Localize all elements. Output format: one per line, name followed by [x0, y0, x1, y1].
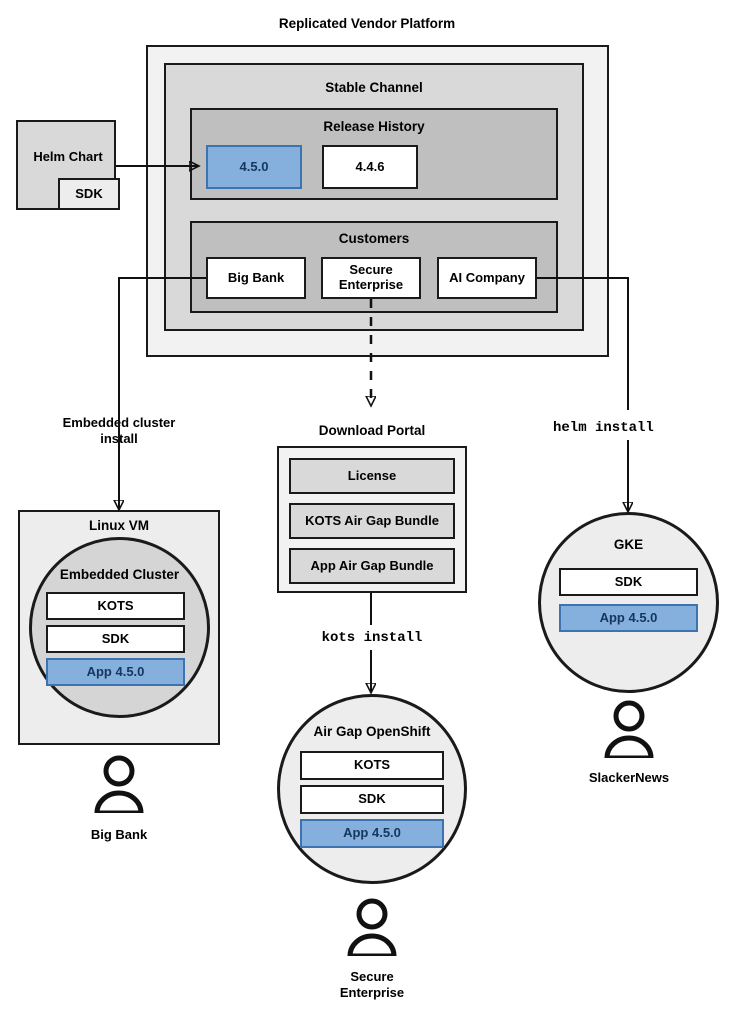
- air-gap-component-sdk[interactable]: SDK: [300, 785, 444, 814]
- download-portal-item-kots-air-gap-bundle[interactable]: KOTS Air Gap Bundle: [289, 503, 455, 539]
- release-history-title: Release History: [323, 119, 425, 134]
- helm-chart-sdk-box[interactable]: SDK: [58, 178, 120, 210]
- air-gap-component-kots[interactable]: KOTS: [300, 751, 444, 780]
- linux-vm-title: Linux VM: [89, 518, 149, 533]
- kots-install-label: kots install: [321, 630, 423, 646]
- download-portal-title: Download Portal: [318, 423, 426, 438]
- customers-title: Customers: [338, 231, 410, 246]
- embedded-cluster-title: Embedded Cluster: [59, 567, 180, 582]
- stable-channel-title: Stable Channel: [325, 80, 423, 95]
- release-4-4-6[interactable]: 4.4.6: [322, 145, 418, 189]
- customer-big-bank[interactable]: Big Bank: [206, 257, 306, 299]
- secure-enterprise-user-label: Secure Enterprise: [339, 969, 405, 1000]
- helm-chart-label: Helm Chart: [33, 149, 103, 164]
- linux-vm-component-sdk[interactable]: SDK: [46, 625, 185, 653]
- download-portal-item-app-air-gap-bundle[interactable]: App Air Gap Bundle: [289, 548, 455, 584]
- embedded-cluster-install-label: Embedded cluster install: [62, 415, 176, 446]
- customer-secure-enterprise[interactable]: Secure Enterprise: [321, 257, 421, 299]
- slackernews-user-icon: [603, 700, 655, 761]
- air-gap-openshift-title: Air Gap OpenShift: [313, 724, 431, 739]
- helm-install-label: helm install: [553, 420, 654, 436]
- big-bank-user-label: Big Bank: [90, 827, 148, 842]
- linux-vm-component-app[interactable]: App 4.5.0: [46, 658, 185, 686]
- gke-title: GKE: [613, 537, 644, 552]
- page-title: Replicated Vendor Platform: [278, 16, 456, 31]
- gke-circle: [538, 512, 719, 693]
- customer-ai-company[interactable]: AI Company: [437, 257, 537, 299]
- secure-enterprise-user-icon: [346, 898, 398, 959]
- slackernews-user-label: SlackerNews: [588, 770, 670, 785]
- big-bank-user-icon: [93, 755, 145, 816]
- release-4-5-0[interactable]: 4.5.0: [206, 145, 302, 189]
- download-portal-item-license[interactable]: License: [289, 458, 455, 494]
- linux-vm-component-kots[interactable]: KOTS: [46, 592, 185, 620]
- gke-component-sdk[interactable]: SDK: [559, 568, 698, 596]
- air-gap-component-app[interactable]: App 4.5.0: [300, 819, 444, 848]
- gke-component-app[interactable]: App 4.5.0: [559, 604, 698, 632]
